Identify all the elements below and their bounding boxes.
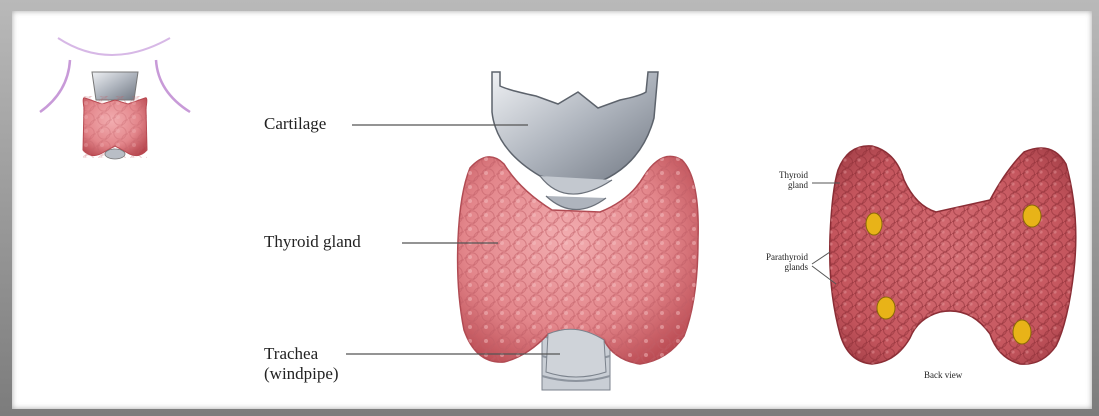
windpipe-label: (windpipe) [264,364,339,384]
thumbnail-neck-icon [40,38,190,159]
parathyroid-lower-left [877,297,895,319]
back-view-caption: Back view [924,370,962,380]
parathyroid-lower-right [1013,320,1031,344]
thyroid-back-view [830,146,1076,364]
back-thyroid-label: Thyroid gland [752,170,808,190]
parathyroid-leader-line-1 [812,252,830,264]
thyroid-front-view [458,72,699,390]
parathyroid-upper-left [866,213,882,235]
trachea-label: Trachea [264,344,318,364]
parathyroid-label: Parathyroid glands [734,252,808,272]
cartilage-label: Cartilage [264,114,326,134]
thyroid-gland-label: Thyroid gland [264,232,361,252]
parathyroid-upper-right [1023,205,1041,227]
